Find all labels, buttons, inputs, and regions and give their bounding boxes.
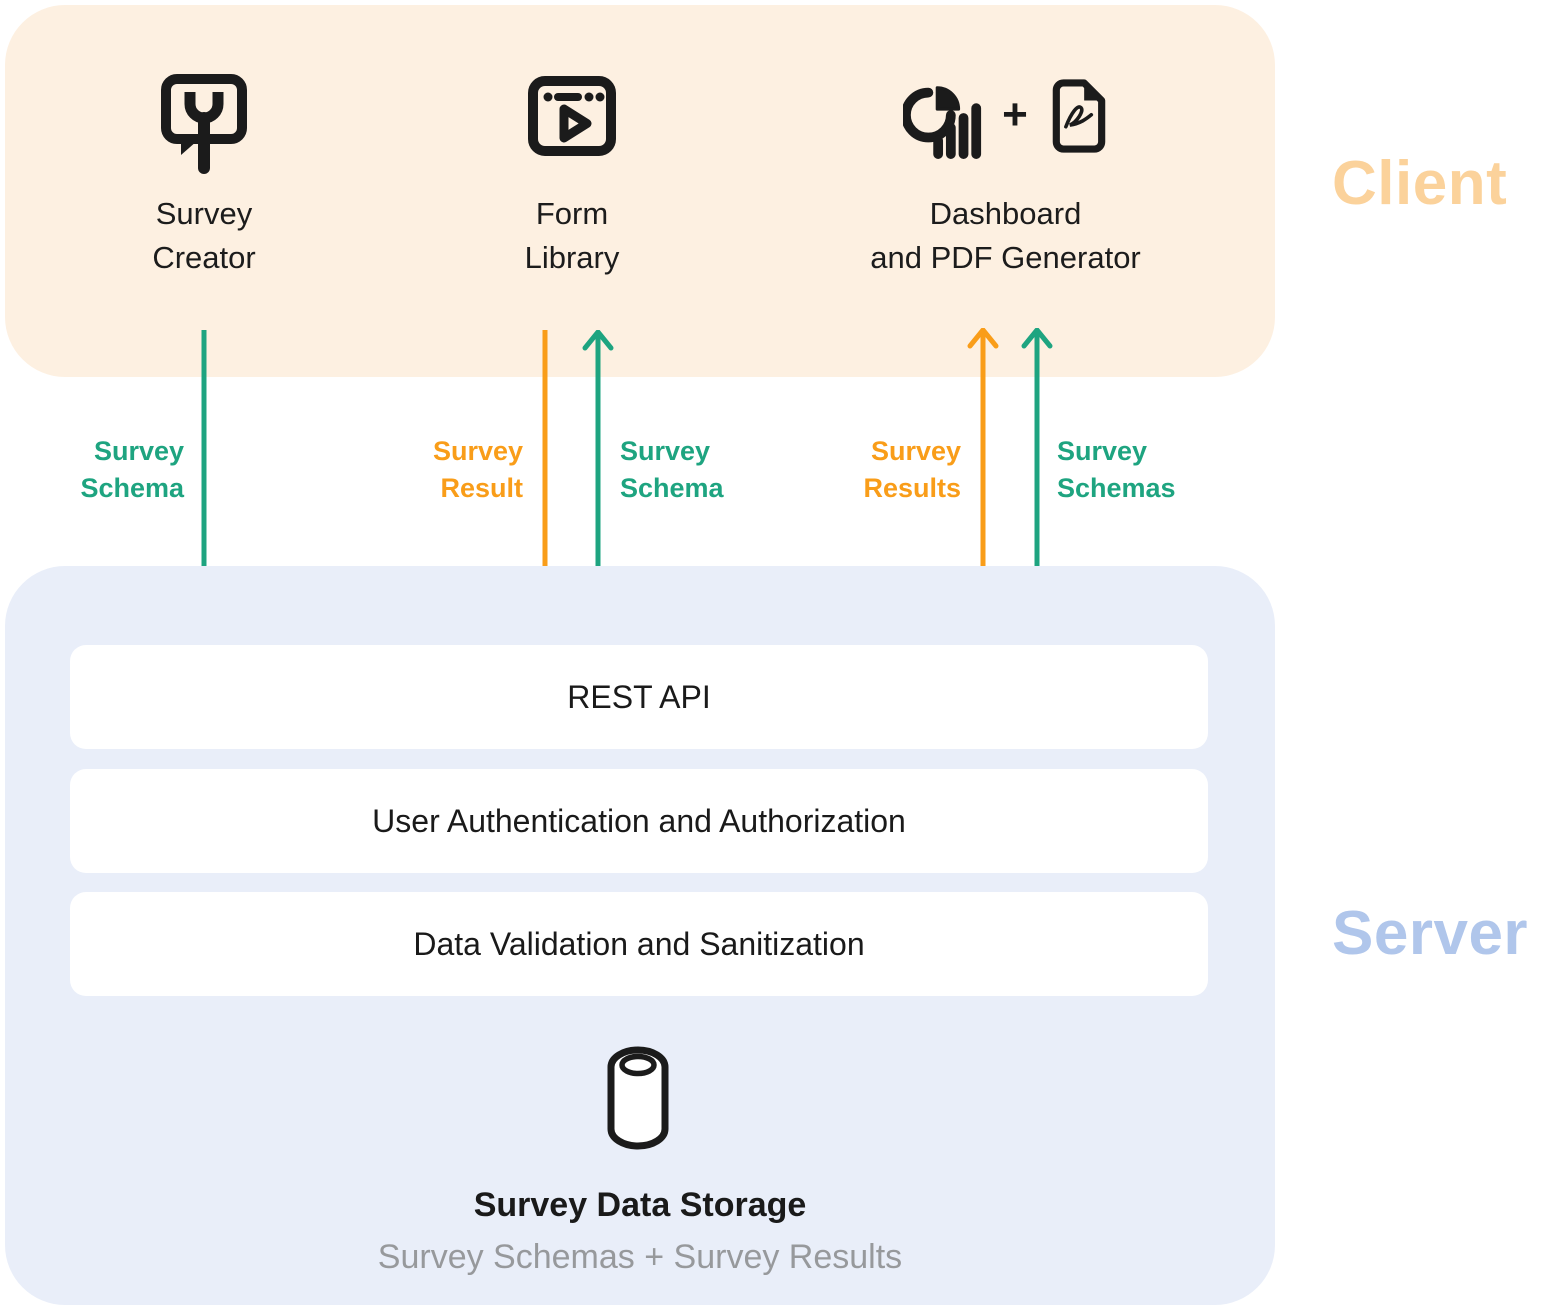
arrow-survey-result-down <box>527 330 563 606</box>
form-library-label: Form Library <box>524 196 620 276</box>
pdf-file-icon <box>1045 78 1109 158</box>
arrow-survey-schema-up <box>580 330 616 606</box>
label-survey-result: Survey Result <box>432 436 523 503</box>
server-zone-label: Server <box>1332 899 1529 968</box>
arrow-survey-schema-down <box>186 330 222 606</box>
plus-sign: + <box>1002 90 1028 139</box>
dashboard-chart-icon <box>901 72 985 165</box>
survey-creator-label: Survey Creator <box>152 196 256 276</box>
label-survey-results: Survey Results <box>863 436 961 503</box>
dashboard-pdf-icon-group: + <box>875 70 1137 166</box>
dashboard-pdf-label: Dashboard and PDF Generator <box>870 196 1141 276</box>
client-zone-label: Client <box>1332 149 1508 218</box>
layer-data-validation: Data Validation and Sanitization <box>70 892 1208 996</box>
storage-subtitle: Survey Schemas + Survey Results <box>377 1238 903 1276</box>
label-survey-schemas: Survey Schemas <box>1057 436 1176 503</box>
form-library-icon <box>528 76 616 156</box>
client-zone <box>5 5 1275 377</box>
layer-rest-api: REST API <box>70 645 1208 749</box>
arrow-survey-results-up <box>965 328 1001 604</box>
label-survey-schema-2: Survey Schema <box>620 436 724 503</box>
storage-title: Survey Data Storage <box>473 1186 807 1224</box>
database-icon <box>604 1044 672 1152</box>
survey-creator-icon <box>156 70 250 174</box>
layer-user-authentication: User Authentication and Authorization <box>70 769 1208 873</box>
label-survey-schema-1: Survey Schema <box>80 436 184 503</box>
arrow-survey-schemas-up <box>1019 328 1055 604</box>
